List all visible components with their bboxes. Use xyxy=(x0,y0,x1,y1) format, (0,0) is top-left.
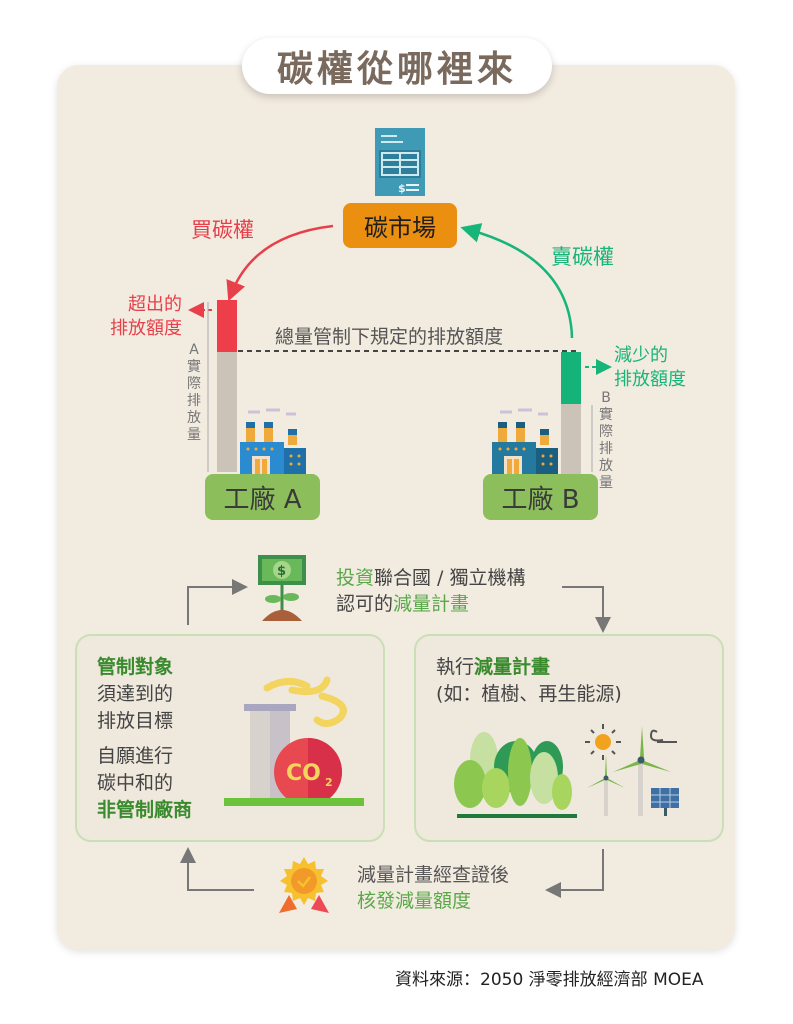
cap-label: 總量管制下規定的排放額度 xyxy=(275,326,504,348)
reduction-text: 執行減量計畫 (如：植樹、再生能源) xyxy=(436,654,622,708)
factory-b-actual-label: B 實 際 排 放 量 xyxy=(597,390,615,492)
execute-label: 執行 xyxy=(436,656,475,678)
reduction-examples: (如：植樹、再生能源) xyxy=(436,683,622,705)
vchar: 排 xyxy=(599,441,613,457)
factory-a-excess-bar xyxy=(217,300,237,352)
verify-text: 減量計畫經查證後 核發減量額度 xyxy=(357,862,509,914)
vchar: 量 xyxy=(599,475,613,491)
excess-label-line1: 超出的 xyxy=(128,294,182,315)
regulated-subject: 管制對象 xyxy=(97,656,174,678)
vchar: 放 xyxy=(599,458,613,474)
invoice-document-icon: $ xyxy=(375,128,425,196)
co2-text: CO xyxy=(286,761,321,786)
vchar: A xyxy=(189,342,199,358)
vchar: 實 xyxy=(599,407,613,423)
regulated-text: 管制對象 須達到的 排放目標 自願進行 碳中和的 非管制廠商 xyxy=(97,654,192,824)
vchar: 際 xyxy=(187,376,201,392)
cycle-arrows xyxy=(180,579,611,898)
vchar: B xyxy=(601,390,611,406)
invest-text-2: 認可的 xyxy=(336,593,394,615)
verify-line1: 減量計畫經查證後 xyxy=(357,864,510,886)
excess-label-line2: 排放額度 xyxy=(110,318,182,339)
invest-highlight: 投資 xyxy=(336,567,375,589)
source-caption: 資料來源：2050 淨零排放經濟部 MOEA xyxy=(395,970,704,990)
co2-chimney-icon: CO 2 xyxy=(224,676,364,806)
regulated-line2: 須達到的 xyxy=(97,683,174,705)
reduction-plan-highlight: 減量計畫 xyxy=(474,656,551,678)
reduced-label-line1: 減少的 xyxy=(614,345,668,366)
vchar: 實 xyxy=(187,359,201,375)
voluntary-line1: 自願進行 xyxy=(97,745,174,767)
invest-text-1: 聯合國 / 獨立機構 xyxy=(374,567,526,589)
vchar: 放 xyxy=(187,410,201,426)
invest-text: 投資聯合國 / 獨立機構 認可的減量計畫 xyxy=(336,565,526,617)
non-regulated-firms: 非管制廠商 xyxy=(97,799,193,821)
money-plant-icon: $ xyxy=(258,555,306,621)
vchar: 排 xyxy=(187,393,201,409)
flow-arrows xyxy=(188,223,612,474)
factory-a-label: 工廠 A xyxy=(205,474,320,520)
factory-b-icon xyxy=(492,408,558,474)
factory-a-actual-label: A 實 際 排 放 量 xyxy=(185,342,203,444)
forest-icon xyxy=(454,732,577,818)
factory-a-allowance-bar xyxy=(217,352,237,472)
vchar: 量 xyxy=(187,427,201,443)
sell-carbon-label: 賣碳權 xyxy=(551,245,614,269)
svg-text:$: $ xyxy=(398,182,406,195)
regulated-targets-box xyxy=(75,634,385,842)
regulated-line3: 排放目標 xyxy=(97,710,174,732)
factory-b-reduced-bar xyxy=(561,352,581,404)
invest-highlight-2: 減量計畫 xyxy=(393,593,470,615)
voluntary-line2: 碳中和的 xyxy=(97,772,174,794)
certificate-badge-icon xyxy=(279,857,329,913)
buy-carbon-label: 買碳權 xyxy=(191,218,254,242)
factory-b-actual-bar xyxy=(561,404,581,474)
renewable-energy-icon xyxy=(585,724,679,816)
factory-b-label: 工廠 B xyxy=(483,474,598,520)
co2-subscript: 2 xyxy=(325,776,333,789)
verify-line2: 核發減量額度 xyxy=(357,890,472,912)
factory-a-icon xyxy=(240,408,306,474)
vchar: 際 xyxy=(599,424,613,440)
svg-text:$: $ xyxy=(277,564,286,579)
excess-label: 超出的 排放額度 xyxy=(98,293,182,341)
carbon-market-box: 碳市場 xyxy=(343,203,457,248)
page-title: 碳權從哪裡來 xyxy=(242,38,552,94)
reduced-label-line2: 排放額度 xyxy=(614,369,686,390)
reduced-label: 減少的 排放額度 xyxy=(614,344,686,392)
